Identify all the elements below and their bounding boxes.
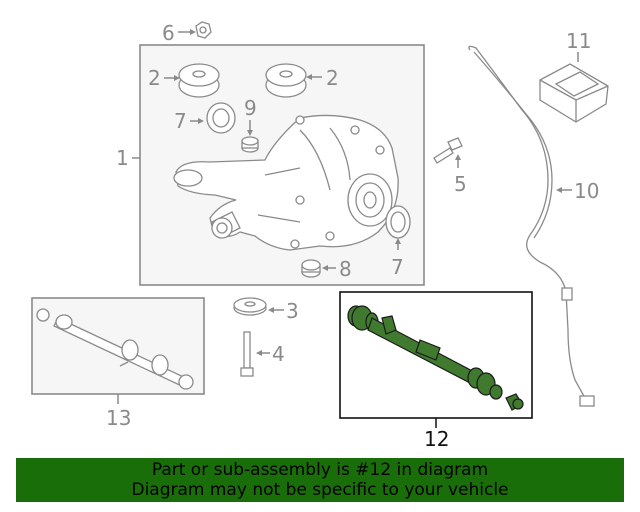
control-module-part-11 xyxy=(539,63,609,123)
driveshaft-part-13 xyxy=(36,308,194,390)
washer-part-3 xyxy=(233,297,267,316)
callout-5: 5 xyxy=(454,172,467,196)
callout-12: 12 xyxy=(424,427,449,451)
callout-2-right: 2 xyxy=(326,66,339,90)
callout-4: 4 xyxy=(272,342,285,366)
callout-2-left: 2 xyxy=(148,66,161,90)
sensor-cable-part-10 xyxy=(468,45,595,407)
callout-10: 10 xyxy=(574,179,599,203)
bolt-part-5 xyxy=(433,137,463,164)
callout-9: 9 xyxy=(244,96,257,120)
banner-line-2: Diagram may not be specific to your vehi… xyxy=(131,480,509,500)
half-shaft-part-12 xyxy=(347,305,524,411)
bushing-part-9 xyxy=(241,136,259,153)
bushing-part-8 xyxy=(301,259,321,278)
callout-3: 3 xyxy=(286,299,299,323)
mount-part-2-left xyxy=(178,63,220,98)
seal-part-7-right xyxy=(385,205,411,239)
info-banner: Part or sub-assembly is #12 in diagram D… xyxy=(16,458,624,502)
callout-7-right: 7 xyxy=(391,255,404,279)
differential-housing xyxy=(173,114,399,251)
callout-7-left: 7 xyxy=(174,109,187,133)
callout-8: 8 xyxy=(339,257,352,281)
callout-13: 13 xyxy=(106,406,131,430)
callout-11: 11 xyxy=(566,29,591,53)
seal-part-7-left xyxy=(206,102,236,134)
parts-diagram: 1 6 2 2 7 9 xyxy=(31,21,609,451)
bolt-part-4 xyxy=(240,331,254,377)
callout-6: 6 xyxy=(162,21,175,45)
nut-part-6 xyxy=(195,21,212,39)
mount-part-2-right xyxy=(265,63,307,98)
banner-line-1: Part or sub-assembly is #12 in diagram xyxy=(151,460,489,480)
callout-1: 1 xyxy=(116,146,129,170)
